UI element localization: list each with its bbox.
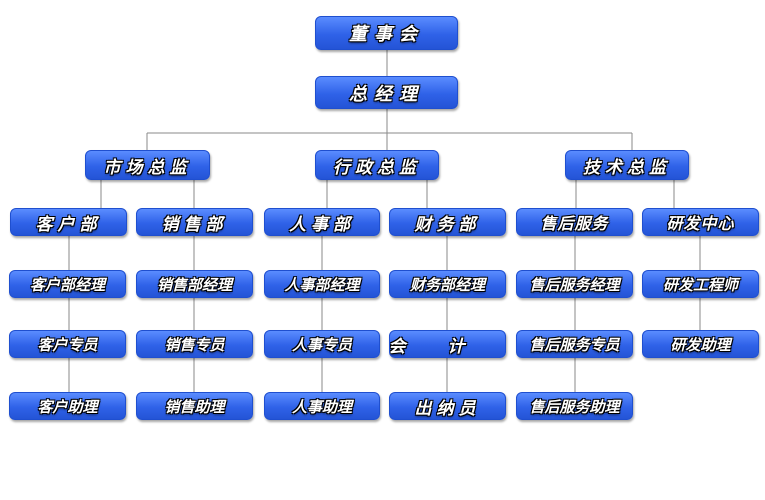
rd-assistant-label: 研发助理	[670, 335, 731, 354]
rd-center-box: 研发中心	[642, 208, 759, 236]
sales-specialist-label: 销售专员	[164, 335, 225, 354]
accountant-box: 会计	[389, 330, 506, 358]
accountant-label: 会计	[389, 336, 506, 357]
hr-specialist-box: 人事专员	[264, 330, 380, 358]
gm-box: 总经理	[315, 76, 458, 109]
customer-assistant-label: 客户助理	[37, 397, 98, 416]
customer-dept-box: 客户部	[10, 208, 127, 236]
cashier-box: 出纳员	[389, 392, 506, 420]
admin-director-label: 行政总监	[333, 157, 421, 178]
gm-label: 总经理	[349, 83, 424, 105]
hr-manager-box: 人事部经理	[264, 270, 380, 298]
hr-manager-label: 人事部经理	[284, 275, 360, 294]
sales-manager-label: 销售部经理	[156, 275, 232, 294]
cashier-label: 出纳员	[414, 398, 481, 419]
sales-dept-label: 销售部	[161, 214, 228, 235]
customer-manager-box: 客户部经理	[9, 270, 126, 298]
sales-dept-box: 销售部	[136, 208, 253, 236]
after-sales-specialist-label: 售后服务专员	[529, 335, 620, 354]
finance-manager-label: 财务部经理	[409, 275, 485, 294]
rd-assistant-box: 研发助理	[642, 330, 759, 358]
sales-manager-box: 销售部经理	[136, 270, 253, 298]
after-sales-manager-label: 售后服务经理	[529, 275, 620, 294]
customer-dept-label: 客户部	[35, 214, 102, 235]
hr-specialist-label: 人事专员	[291, 335, 352, 354]
market-director-label: 市场总监	[103, 157, 192, 178]
sales-specialist-box: 销售专员	[136, 330, 253, 358]
customer-manager-label: 客户部经理	[29, 275, 105, 294]
board-label: 董事会	[349, 24, 424, 45]
rd-center-label: 研发中心	[666, 214, 735, 233]
hr-dept-label: 人事部	[289, 214, 355, 235]
sales-assistant-label: 销售助理	[164, 397, 225, 416]
finance-dept-box: 财务部	[389, 208, 506, 236]
hr-dept-box: 人事部	[264, 208, 380, 236]
admin-director-box: 行政总监	[315, 150, 439, 180]
after-sales-assistant-label: 售后服务助理	[529, 397, 620, 416]
customer-specialist-label: 客户专员	[37, 335, 98, 354]
after-sales-specialist-box: 售后服务专员	[516, 330, 633, 358]
finance-dept-label: 财务部	[414, 214, 481, 235]
after-sales-manager-box: 售后服务经理	[516, 270, 633, 298]
sales-assistant-box: 销售助理	[136, 392, 253, 420]
rd-engineer-box: 研发工程师	[642, 270, 759, 298]
market-director-box: 市场总监	[85, 150, 210, 180]
after-sales-box: 售后服务	[516, 208, 633, 236]
customer-assistant-box: 客户助理	[9, 392, 126, 420]
hr-assistant-label: 人事助理	[291, 397, 352, 416]
finance-manager-box: 财务部经理	[389, 270, 506, 298]
hr-assistant-box: 人事助理	[264, 392, 380, 420]
tech-director-label: 技术总监	[583, 157, 671, 178]
after-sales-label: 售后服务	[540, 214, 609, 233]
after-sales-assistant-box: 售后服务助理	[516, 392, 633, 420]
tech-director-box: 技术总监	[565, 150, 689, 180]
board-box: 董事会	[315, 16, 458, 50]
rd-engineer-label: 研发工程师	[662, 275, 738, 294]
customer-specialist-box: 客户专员	[9, 330, 126, 358]
